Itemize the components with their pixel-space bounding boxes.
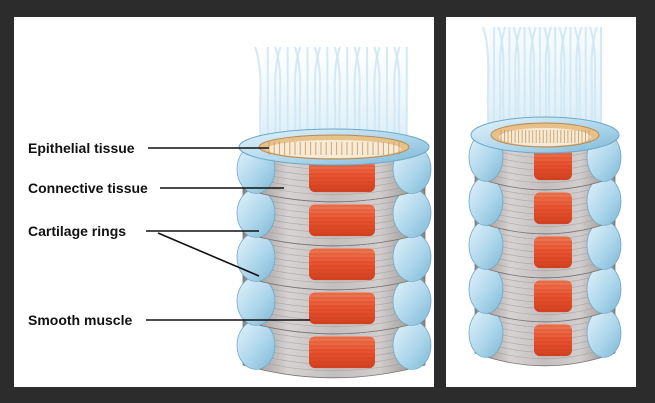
cartilage-ring-end-right xyxy=(392,188,432,238)
leader-line-cartilage-2 xyxy=(157,232,260,277)
label-smooth-muscle: Smooth muscle xyxy=(28,312,133,328)
tracheal-ring xyxy=(468,308,622,367)
cartilage-ring-end-right xyxy=(392,232,432,282)
side-view-illustration-panel xyxy=(446,17,636,387)
cilium-strand xyxy=(589,26,598,134)
leader-lines xyxy=(146,147,310,321)
trachea-side-view-illustration xyxy=(468,26,622,367)
tracheal-ring-stack xyxy=(236,128,432,379)
tracheal-ring xyxy=(236,188,432,247)
epithelial-cilia-strands xyxy=(482,26,602,134)
cartilage-ring-end-left xyxy=(236,188,276,238)
lumen xyxy=(267,140,401,158)
cartilage-ring-end-right xyxy=(392,276,432,326)
main-illustration-panel: Epithelial tissue Connective tissue Cart… xyxy=(14,17,434,387)
label-connective-tissue: Connective tissue xyxy=(28,180,148,196)
label-cartilage-rings: Cartilage rings xyxy=(28,223,127,239)
tracheal-ring xyxy=(236,320,432,379)
cilium-strand xyxy=(254,46,263,146)
tracheal-ring xyxy=(236,232,432,291)
tracheal-ring xyxy=(468,220,622,279)
cilium-strand xyxy=(393,46,402,146)
tracheal-ring xyxy=(468,176,622,235)
cilium-strand xyxy=(482,26,490,134)
label-epithelial-tissue: Epithelial tissue xyxy=(28,140,135,156)
cartilage-ring-end-left xyxy=(236,276,276,326)
trachea-cross-section-illustration xyxy=(146,46,432,379)
cartilage-ring-end-left xyxy=(236,320,276,370)
lumen xyxy=(499,128,591,146)
cartilage-ring-end-right xyxy=(392,320,432,370)
cilium-strand xyxy=(588,26,597,134)
tracheal-ring xyxy=(468,264,622,323)
tracheal-ring-stack xyxy=(468,116,622,367)
